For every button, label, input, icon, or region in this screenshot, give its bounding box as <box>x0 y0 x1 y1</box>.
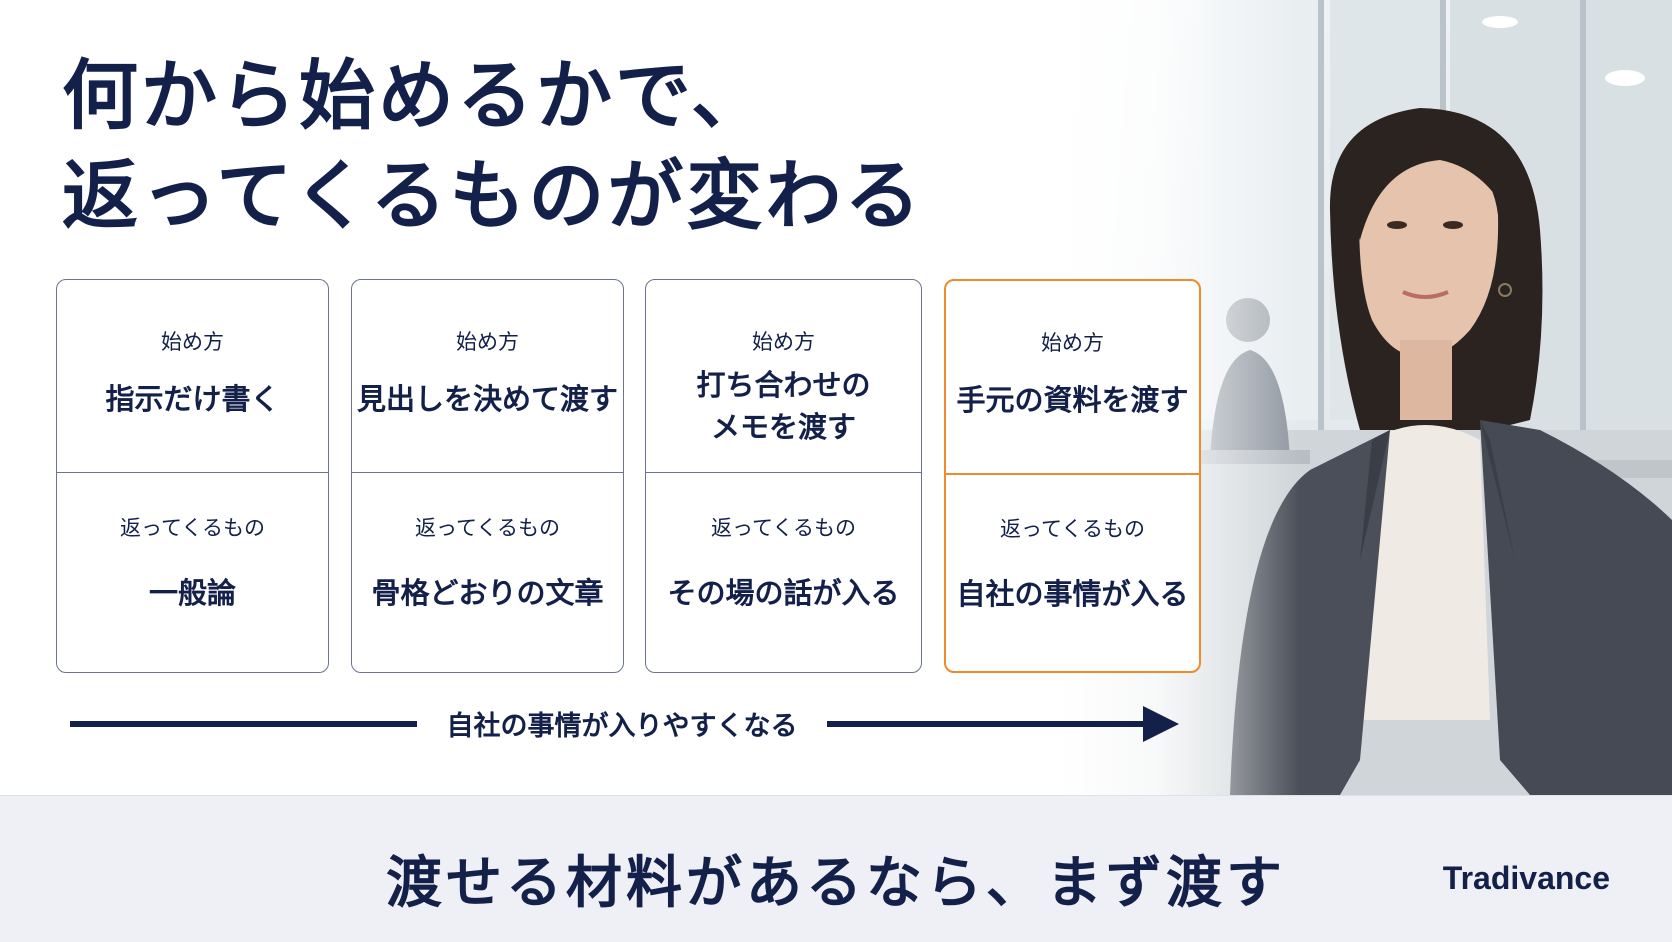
start-label: 始め方 <box>752 330 815 354</box>
start-value-line-1: 打ち合わせの <box>696 368 871 402</box>
card-start-section: 始め方 手元の資料を渡す <box>946 281 1199 475</box>
start-label: 始め方 <box>1041 331 1104 355</box>
start-value: 見出しを決めて渡す <box>356 382 618 416</box>
arrow-line-left <box>70 721 417 727</box>
title-line-1: 何から始めるかで、 <box>62 51 770 140</box>
start-value: 手元の資料を渡す <box>956 383 1189 417</box>
start-value-line-2: メモを渡す <box>710 410 856 444</box>
approach-card-instructions: 始め方 指示だけ書く 返ってくるもの 一般論 <box>56 279 329 673</box>
approach-card-headings: 始め方 見出しを決めて渡す 返ってくるもの 骨格どおりの文章 <box>351 279 624 673</box>
arrow-line-right <box>827 721 1149 727</box>
start-label: 始め方 <box>456 330 519 354</box>
card-result-section: 返ってくるもの 自社の事情が入る <box>946 473 1199 671</box>
bottom-banner: 渡せる材料があるなら、まず渡す Tradivance <box>0 795 1672 942</box>
result-label: 返ってくるもの <box>120 516 265 540</box>
result-value: 一般論 <box>148 576 236 610</box>
approach-card-meeting-notes: 始め方 打ち合わせの メモを渡す 返ってくるもの その場の話が入る <box>645 279 922 673</box>
result-label: 返ってくるもの <box>1000 517 1145 541</box>
card-start-section: 始め方 打ち合わせの メモを渡す <box>646 280 921 473</box>
brand-logo-text: Tradivance <box>1442 860 1610 896</box>
start-label: 始め方 <box>161 330 224 354</box>
approach-card-documents-highlighted: 始め方 手元の資料を渡す 返ってくるもの 自社の事情が入る <box>944 279 1201 673</box>
card-result-section: 返ってくるもの その場の話が入る <box>646 472 921 672</box>
card-start-section: 始め方 見出しを決めて渡す <box>352 280 623 473</box>
start-value: 打ち合わせの メモを渡す <box>646 364 921 448</box>
card-start-section: 始め方 指示だけ書く <box>57 280 328 473</box>
arrow-label: 自社の事情が入りやすくなる <box>446 711 798 742</box>
result-value: 骨格どおりの文章 <box>371 576 604 610</box>
result-label: 返ってくるもの <box>415 516 560 540</box>
card-result-section: 返ってくるもの 一般論 <box>57 472 328 672</box>
start-value: 指示だけ書く <box>105 382 280 416</box>
page-title: 何から始めるかで、 返ってくるものが変わる <box>62 46 923 246</box>
result-label: 返ってくるもの <box>711 516 856 540</box>
banner-message: 渡せる材料があるなら、まず渡す <box>386 851 1286 916</box>
title-line-2: 返ってくるものが変わる <box>62 151 924 240</box>
card-result-section: 返ってくるもの 骨格どおりの文章 <box>352 472 623 672</box>
right-arrow-icon <box>1143 706 1179 742</box>
result-value: その場の話が入る <box>667 576 900 610</box>
result-value: 自社の事情が入る <box>956 577 1189 611</box>
